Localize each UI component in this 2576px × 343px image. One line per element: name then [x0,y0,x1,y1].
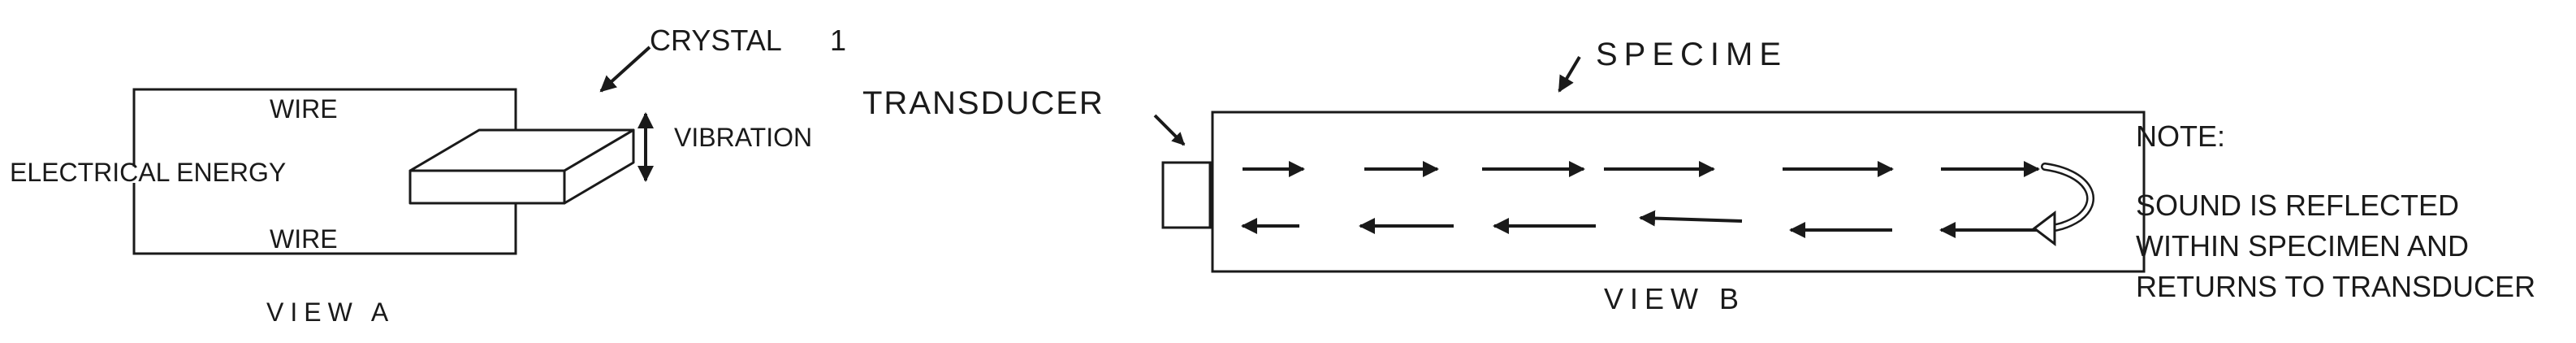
crystal-block [408,128,635,205]
return-sound-arrows [1241,210,2038,238]
wire-bottom [132,183,517,255]
vibration-label: VIBRATION [674,123,812,152]
view-a: CRYSTAL 1 WIRE WIRE ELECTRICAL ENERGY VI… [10,24,846,327]
wire-top-label: WIRE [270,94,338,124]
specimen-label: SPECIME [1596,37,1787,72]
note-line: WITHIN SPECIMEN AND [2136,229,2469,263]
specimen-block [1211,111,2146,273]
note-heading: NOTE: [2136,119,2225,153]
return-arrow [1639,210,1743,227]
specimen-pointer-arrow [1558,55,1581,93]
crystal-front-face [408,169,566,205]
view-b-caption: VIEW B [1604,282,1745,315]
crystal-side-face [563,128,635,205]
electrical-energy-label: ELECTRICAL ENERGY [10,158,286,187]
wire-bottom-label: WIRE [270,224,338,254]
crystal-pointer-arrow [599,46,651,93]
note-line: SOUND IS REFLECTED [2136,189,2459,222]
transducer [1161,161,1212,229]
crystal-note-number: 1 [830,24,846,57]
reflection-arrow [2032,163,2094,247]
transducer-label: TRANSDUCER [862,85,1104,121]
view-b: TRANSDUCER SPECIME VIEW B [862,37,2146,315]
transducer-pointer-arrow [1153,114,1186,146]
note-line: RETURNS TO TRANSDUCER [2136,270,2535,303]
crystal-label: CRYSTAL [650,24,782,57]
note-block: NOTE: SOUND IS REFLECTED WITHIN SPECIMEN… [2136,119,2535,303]
wire-top [132,88,517,167]
view-a-caption: VIEW A [266,297,395,327]
